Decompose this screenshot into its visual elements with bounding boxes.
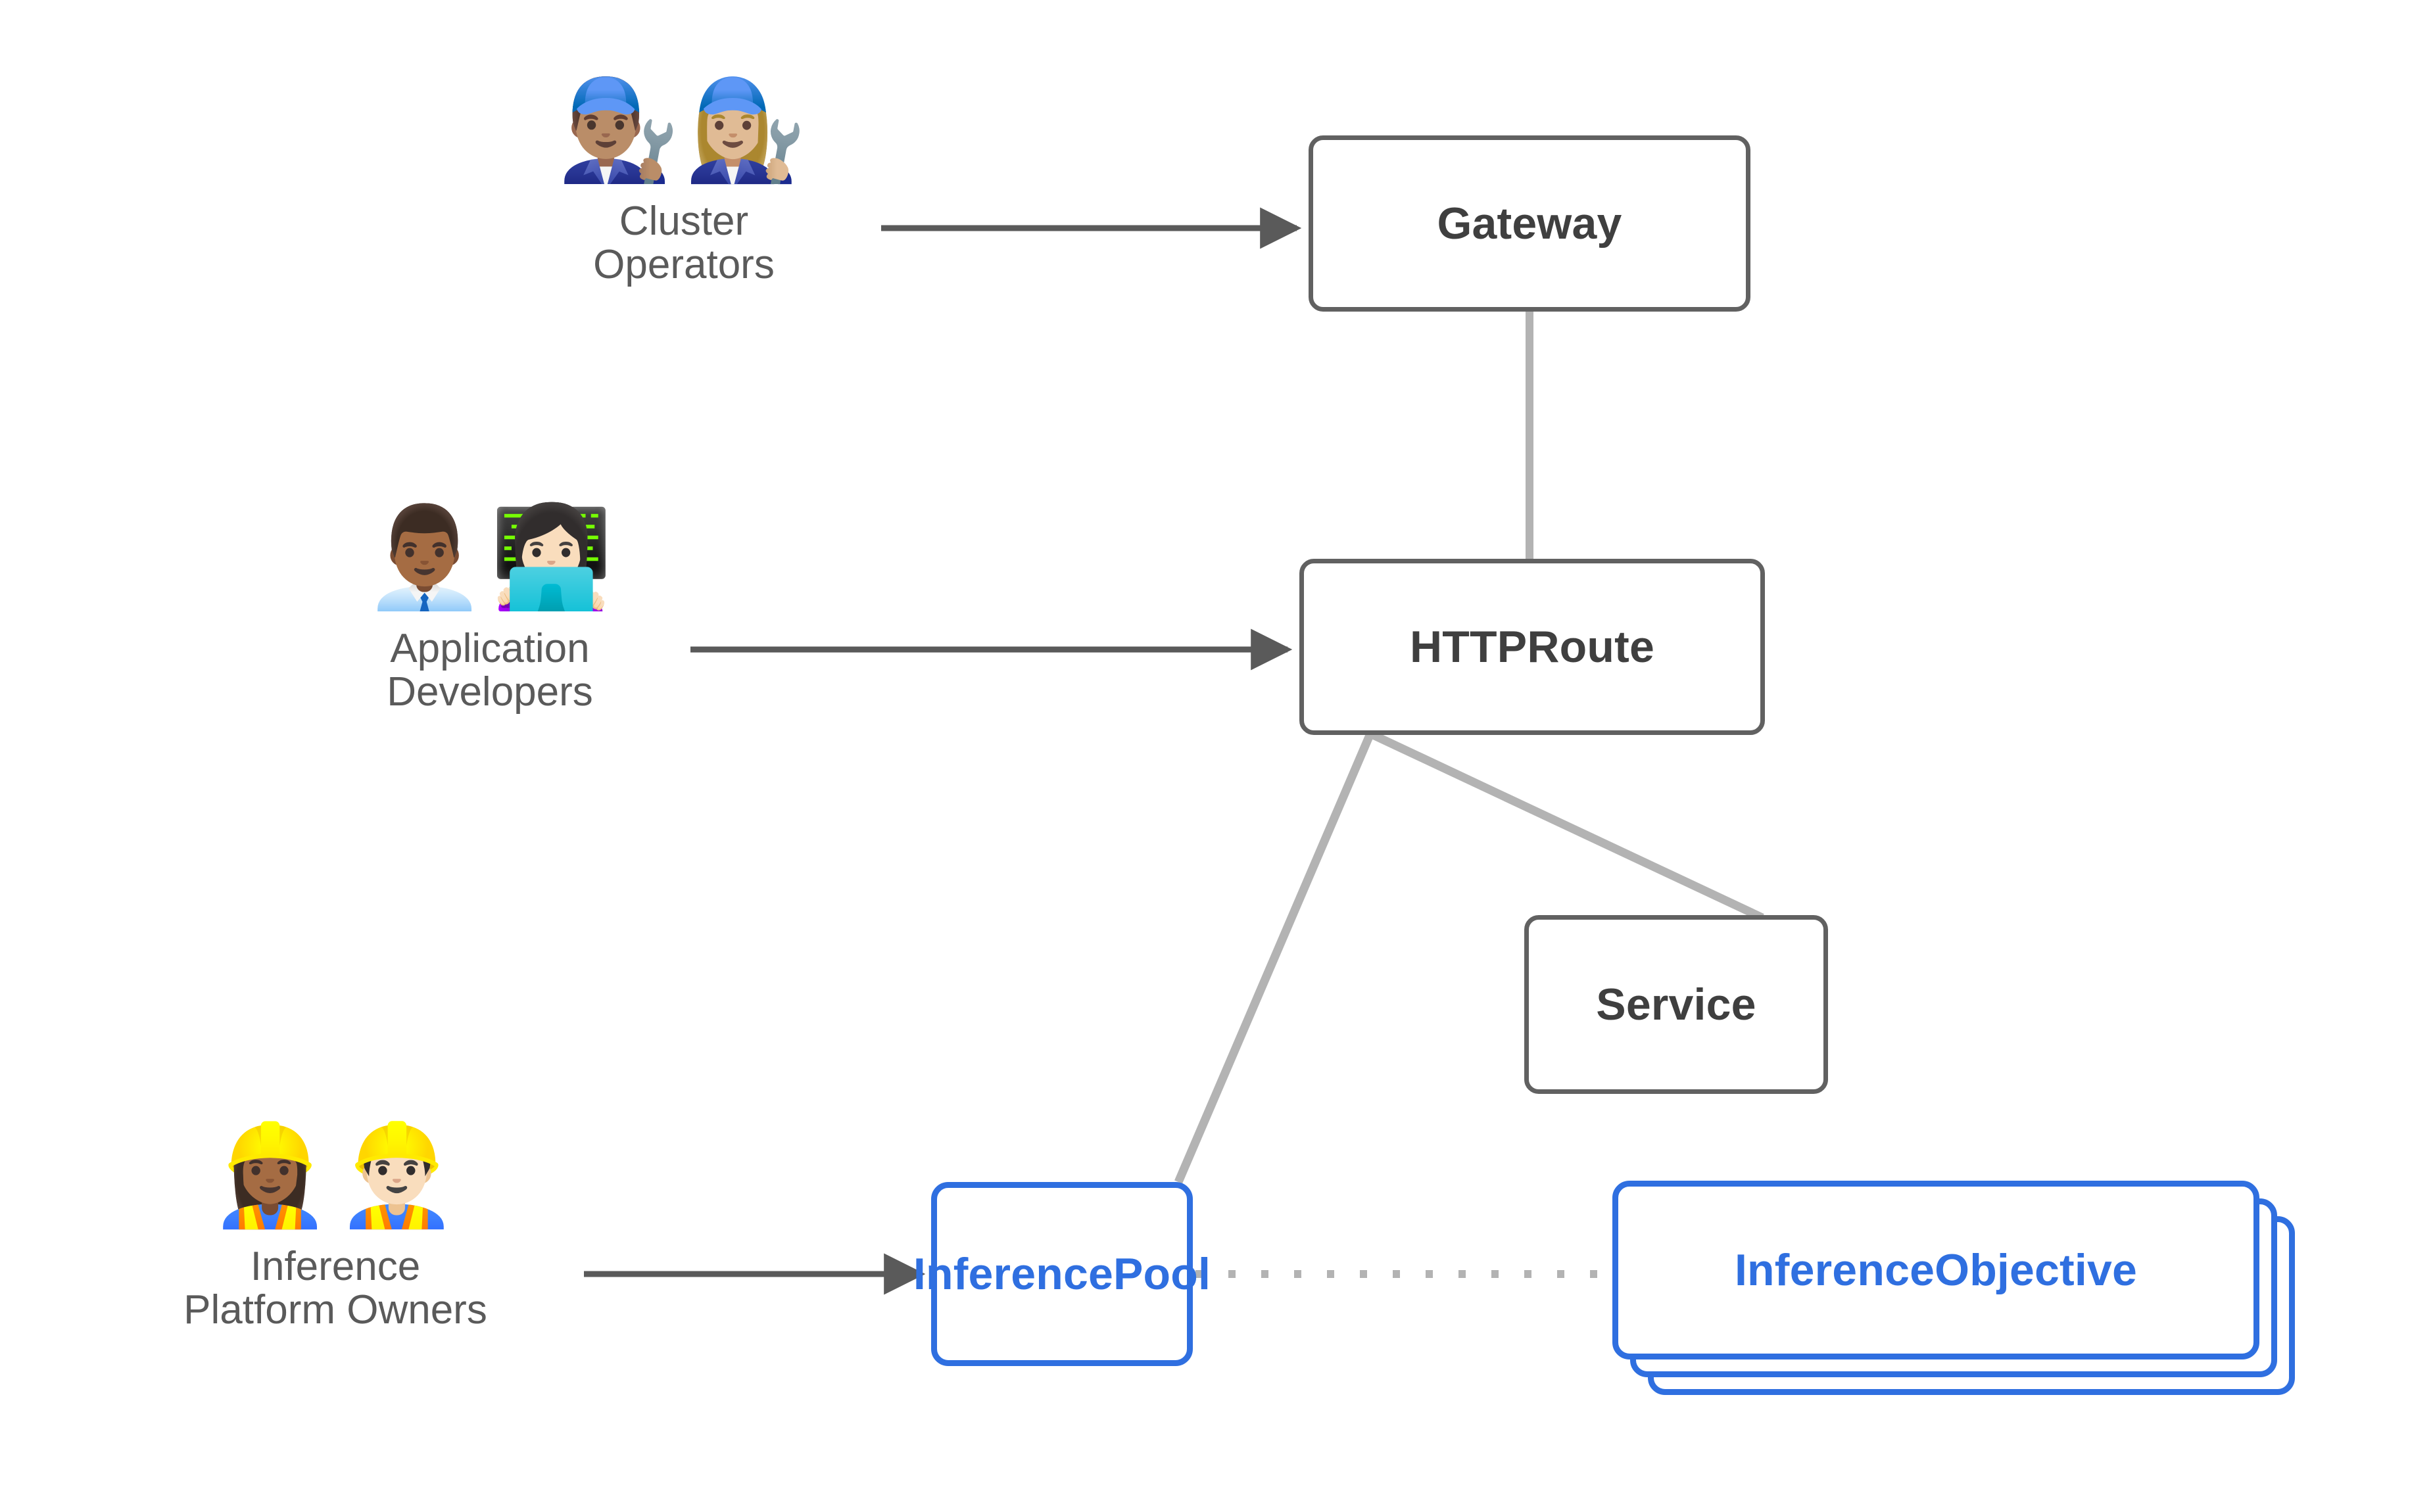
inference-platform-owners-label: Inference Platform Owners [183, 1243, 487, 1333]
persona-application-developers: 👨🏾‍💼👩🏻‍💻 Application Developers [283, 506, 697, 715]
persona-inference-platform-owners: 👷🏾‍♀️👷🏻‍♂️ Inference Platform Owners [85, 1118, 585, 1333]
cluster-operators-label: Cluster Operators [593, 198, 775, 288]
cluster-operators-avatars: 👨🏽‍🔧👩🏼‍🔧 [557, 73, 811, 187]
node-inferenceobjective-label: InferenceObjective [1734, 1245, 2138, 1295]
application-developers-label: Application Developers [387, 625, 593, 715]
node-inferenceobjective-stack[interactable]: InferenceObjective [1612, 1181, 2300, 1404]
persona-cluster-operators: 👨🏽‍🔧👩🏼‍🔧 Cluster Operators [500, 73, 868, 288]
node-gateway-label: Gateway [1437, 199, 1622, 248]
node-inferencepool[interactable]: InferencePool [913, 1182, 1211, 1366]
line-httproute-to-service [1368, 730, 1764, 922]
node-service-label: Service [1596, 980, 1756, 1029]
node-httproute-label: HTTPRoute [1410, 622, 1654, 672]
inferenceobjective-card-front[interactable]: InferenceObjective [1612, 1181, 2259, 1359]
line-httproute-to-inferencepool [1174, 732, 1374, 1184]
application-developers-avatars: 👨🏾‍💼👩🏻‍💻 [363, 500, 617, 615]
inference-platform-owners-avatars: 👷🏾‍♀️👷🏻‍♂️ [208, 1118, 462, 1233]
node-httproute[interactable]: HTTPRoute [1299, 559, 1765, 735]
node-gateway[interactable]: Gateway [1309, 135, 1750, 312]
node-inferencepool-label: InferencePool [913, 1249, 1211, 1299]
node-service[interactable]: Service [1524, 915, 1828, 1094]
